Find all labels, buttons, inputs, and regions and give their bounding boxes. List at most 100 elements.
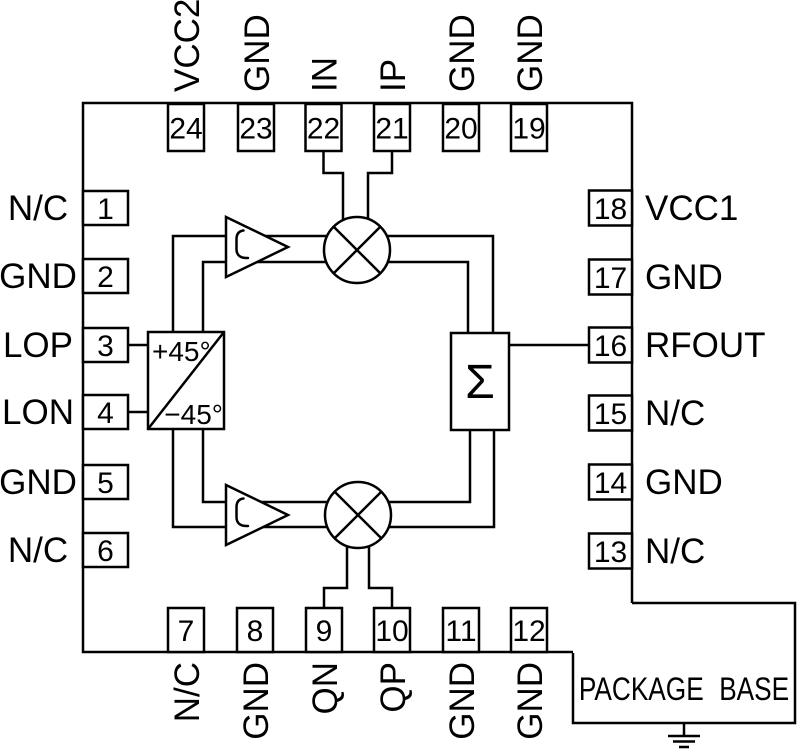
pin-20-label: GND — [443, 14, 482, 92]
pin-number: 8 — [247, 615, 264, 648]
pin-1: 1 — [81, 189, 130, 227]
wire-pin21-to-mixer — [366, 151, 394, 240]
pin-15: 15 — [587, 394, 634, 432]
pin-12-label: GND — [511, 662, 550, 740]
pin-21-label: IP — [374, 59, 413, 92]
pin-number: 5 — [97, 467, 114, 500]
pin-number: 7 — [178, 615, 195, 648]
phase-splitter-diagonal — [147, 331, 225, 430]
pin-24-label: VCC2 — [168, 0, 207, 92]
pin-number: 14 — [594, 467, 627, 500]
pin-24: 24 — [166, 102, 206, 153]
pin-10-label: QP — [374, 662, 413, 713]
summer-block: Σ — [449, 331, 511, 432]
pin-4: 4 — [81, 393, 130, 431]
pin-20: 20 — [441, 102, 481, 153]
package-base-label: PACKAGE BASE — [579, 673, 789, 708]
pin-number: 24 — [169, 113, 202, 146]
pin-number: 17 — [594, 262, 627, 295]
limiter-curve-icon — [235, 229, 250, 260]
i-mixer-icon — [322, 215, 392, 285]
pin-21: 21 — [372, 102, 412, 153]
package-base-border — [571, 601, 797, 725]
q-mixer-icon — [323, 480, 393, 550]
pin-19-label: GND — [511, 14, 550, 92]
pin-number: 2 — [97, 261, 114, 294]
wire-pin22-to-mixer — [322, 151, 345, 240]
pin-14: 14 — [587, 463, 634, 501]
phase-minus-45-label: −45° — [164, 399, 223, 430]
pin-13-label: N/C — [645, 532, 705, 571]
pin-23: 23 — [236, 102, 276, 153]
top-pin-labels: VCC2 GND IN IP GND GND — [168, 0, 550, 92]
pin-22: 22 — [304, 102, 343, 153]
pin-number: 1 — [97, 193, 114, 226]
package-base-box: PACKAGE BASE — [571, 601, 797, 749]
pin-18: 18 — [587, 189, 634, 227]
left-pin-column: 1 2 3 4 5 6 — [81, 189, 130, 569]
ground-icon — [668, 723, 700, 749]
pin-19: 19 — [509, 102, 549, 153]
pin-3: 3 — [81, 326, 130, 364]
pin-3-label: LOP — [3, 326, 73, 365]
pin-17-label: GND — [645, 258, 723, 297]
pin-2: 2 — [81, 257, 130, 295]
pin-6-label: N/C — [8, 531, 68, 570]
mixer-cross — [332, 225, 382, 275]
summer-box — [449, 331, 511, 432]
pin-4-label: LON — [2, 393, 74, 432]
pin-number: 23 — [239, 113, 272, 146]
pin-number: 4 — [97, 397, 114, 430]
package-base-fill — [573, 603, 795, 723]
pin-6: 6 — [81, 531, 130, 569]
pin-number: 18 — [594, 193, 627, 226]
pin-8: 8 — [235, 606, 275, 654]
right-pin-column: 18 17 16 15 14 13 — [587, 189, 634, 570]
pin-1-label: N/C — [8, 189, 68, 228]
pin-10: 10 — [372, 606, 412, 654]
pin-16-label: RFOUT — [645, 326, 766, 365]
pin-number: 13 — [594, 536, 627, 569]
pin-number: 10 — [375, 615, 408, 648]
pin-17: 17 — [587, 258, 634, 296]
left-pin-labels: N/C GND LOP LON GND N/C — [0, 189, 77, 570]
pin-8-label: GND — [237, 662, 276, 740]
pin-number: 22 — [307, 113, 340, 146]
right-pin-labels: VCC1 GND RFOUT N/C GND N/C — [645, 189, 766, 571]
pin-18-label: VCC1 — [645, 189, 738, 228]
pin-5-label: GND — [0, 463, 77, 502]
i-limiting-amp-icon — [224, 215, 291, 279]
pin-number: 16 — [594, 330, 627, 363]
pin-number: 15 — [594, 398, 627, 431]
bottom-pin-row: 7 8 9 10 11 12 — [166, 606, 549, 654]
limiter-curve-icon — [235, 497, 250, 528]
pin-9-label: QN — [306, 662, 345, 715]
pin-12: 12 — [509, 606, 549, 654]
pin-number: 6 — [97, 535, 114, 568]
pin-2-label: GND — [0, 257, 77, 296]
pin-number: 19 — [512, 113, 545, 146]
pin-number: 12 — [512, 615, 545, 648]
pin-11: 11 — [441, 606, 481, 654]
phase-plus-45-label: +45° — [152, 336, 211, 367]
pin-23-label: GND — [238, 14, 277, 92]
sigma-label: Σ — [465, 356, 495, 409]
pin-number: 11 — [445, 615, 476, 648]
pin-number: 3 — [97, 330, 114, 363]
q-limiting-amp-icon — [224, 483, 291, 547]
pin-13: 13 — [587, 532, 634, 570]
pin-15-label: N/C — [645, 394, 705, 433]
pin-22-label: IN — [306, 57, 345, 92]
pin-16: 16 — [587, 326, 634, 364]
pin-5: 5 — [81, 463, 130, 501]
pin-number: 20 — [444, 113, 477, 146]
pin-7: 7 — [166, 606, 206, 654]
pin-14-label: GND — [645, 463, 723, 502]
earth-ground-symbol — [668, 723, 700, 749]
pin-9: 9 — [304, 606, 344, 654]
pin-7-label: N/C — [168, 662, 207, 722]
pin-number: 21 — [375, 113, 408, 146]
pin-11-label: GND — [443, 662, 482, 740]
pin-number: 9 — [316, 615, 333, 648]
